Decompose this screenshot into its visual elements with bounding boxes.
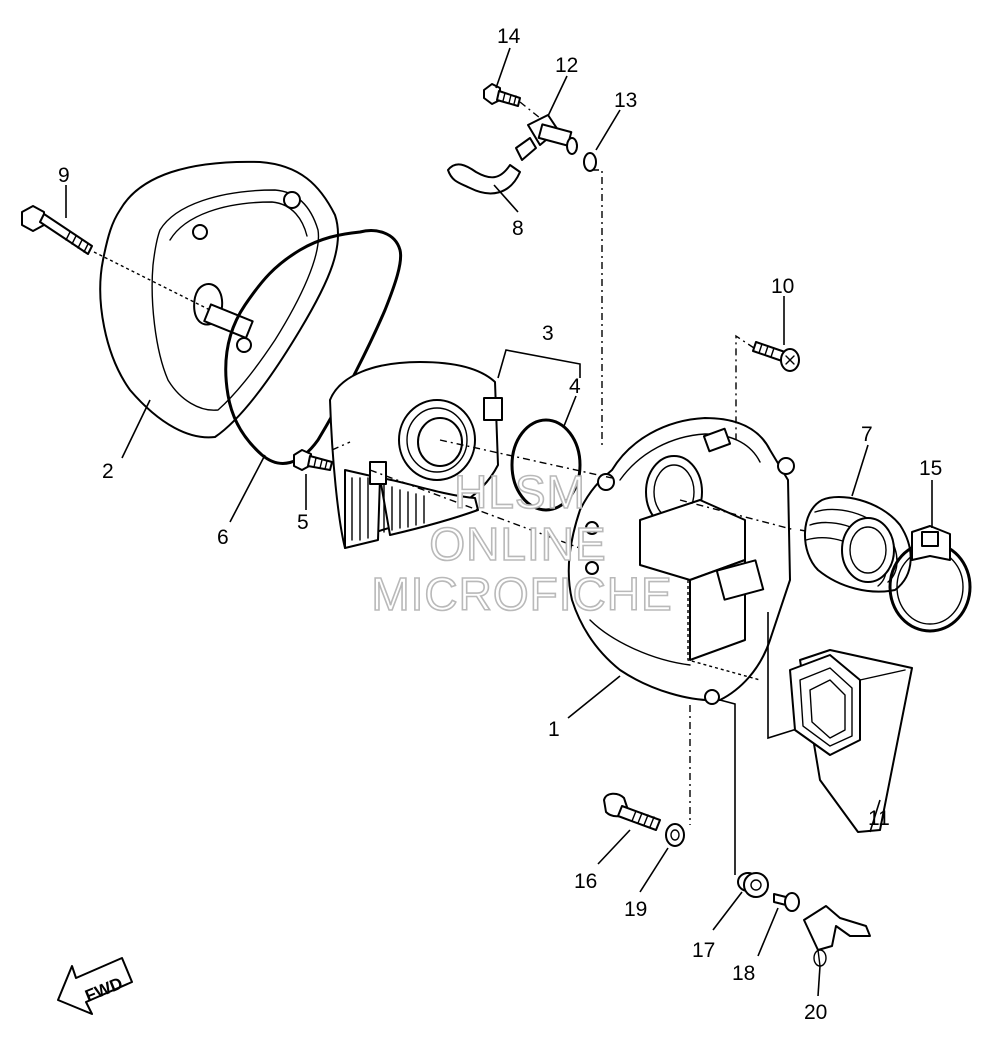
leader-9-dotted [93,251,211,311]
leader-7 [851,444,869,497]
watermark-line-1: HLSM [454,466,586,518]
callout-14[interactable]: 14 [497,25,521,48]
part-13-oring[interactable] [583,152,597,172]
callout-10[interactable]: 10 [771,275,794,298]
axis-line-main [439,439,613,479]
callout-16[interactable]: 16 [574,870,597,893]
part-7-joint[interactable] [804,496,912,593]
part-11-duct[interactable] [789,649,913,833]
part-17-grommet[interactable] [737,872,769,898]
leader-11 [869,799,881,833]
axis-line-7 [679,499,796,531]
leader-3-bracket [497,349,581,379]
callout-13[interactable]: 13 [614,89,637,112]
callout-17[interactable]: 17 [692,939,715,962]
leader-20 [817,965,821,997]
axis-line-case-dotted [687,580,761,681]
watermark-line-3: MICROFICHE [371,568,672,620]
callout-12[interactable]: 12 [555,54,578,77]
leader-14 [495,47,511,89]
callout-2[interactable]: 2 [102,460,114,483]
leader-17 [712,891,743,931]
part-19-washer[interactable] [665,823,685,847]
callout-20[interactable]: 20 [804,1001,827,1024]
leader-2 [121,399,151,459]
leader-16 [597,829,631,865]
callout-19[interactable]: 19 [624,898,647,921]
callout-3[interactable]: 3 [542,322,554,345]
part-18-collar[interactable] [773,892,800,912]
part-5-bolt[interactable] [293,449,333,471]
callout-6[interactable]: 6 [217,526,229,549]
callout-18[interactable]: 18 [732,962,755,985]
fwd-arrow-icon: FWD [57,957,133,1015]
callout-8[interactable]: 8 [512,217,524,240]
leader-4 [563,395,577,427]
part-15-clamp[interactable] [888,525,972,633]
bracket-11 [767,612,801,740]
callout-1[interactable]: 1 [548,718,560,741]
leader-18 [757,907,779,957]
leader-19 [639,847,669,893]
part-14-screw[interactable] [483,83,521,107]
part-9-bolt[interactable] [21,205,93,255]
axis-line-10 [735,334,755,440]
leader-6 [229,454,266,523]
axis-line-13 [592,169,603,448]
watermark: HLSM ONLINE MICROFICHE [371,465,673,621]
part-20-bracket[interactable] [803,905,871,967]
callout-7[interactable]: 7 [861,423,873,446]
leader-1 [567,675,621,719]
part-1-case[interactable] [567,417,795,705]
part-12-pipe[interactable] [515,114,578,161]
part-8-hose[interactable] [447,163,521,195]
part-16-bolt[interactable] [603,792,661,831]
leader-5-dashed [331,441,351,451]
callout-9[interactable]: 9 [58,164,70,187]
bracket-17 [719,699,736,875]
leader-8 [493,184,519,213]
callout-5[interactable]: 5 [297,511,309,534]
part-2-cover[interactable] [99,160,339,439]
leader-13 [595,109,621,151]
part-4-oring[interactable] [510,418,582,512]
leader-12 [547,75,568,117]
callout-11[interactable]: 11 [868,807,890,830]
axis-line-lower [369,469,586,551]
part-10-screw[interactable] [752,341,800,372]
callout-15[interactable]: 15 [919,457,942,480]
watermark-line-2: ONLINE [429,518,606,570]
callout-4[interactable]: 4 [569,375,581,398]
part-6-gasket[interactable] [224,229,403,465]
leader-14-dashed [519,101,541,119]
